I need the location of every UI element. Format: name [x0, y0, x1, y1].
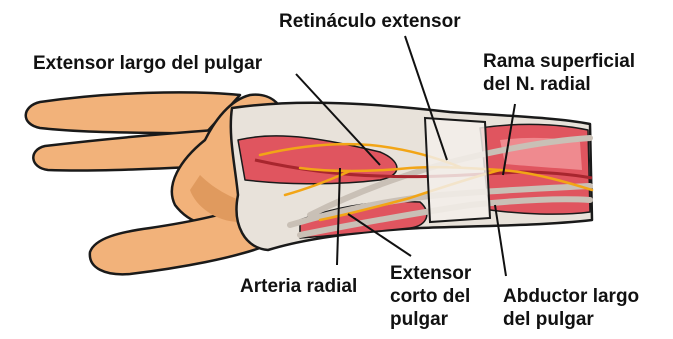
label-rama-superficial: Rama superficial del N. radial — [483, 50, 635, 96]
label-arteria-radial: Arteria radial — [240, 275, 357, 298]
label-rama-line1: Rama superficial — [483, 50, 635, 73]
label-corto-line2: corto del — [390, 285, 471, 308]
label-abductor-line1: Abductor largo — [503, 285, 639, 308]
label-retinaculo-extensor: Retináculo extensor — [279, 10, 461, 33]
label-rama-line2: del N. radial — [483, 73, 635, 96]
label-abductor-line2: del pulgar — [503, 308, 639, 331]
label-arteria-text: Arteria radial — [240, 275, 357, 298]
label-extensor-largo: Extensor largo del pulgar — [33, 52, 262, 75]
index-finger — [26, 92, 240, 134]
label-extensor-largo-text: Extensor largo del pulgar — [33, 52, 262, 75]
extensor-retinaculum — [425, 118, 490, 222]
label-extensor-corto: Extensor corto del pulgar — [390, 262, 471, 331]
label-corto-line1: Extensor — [390, 262, 471, 285]
label-retinaculo-text: Retináculo extensor — [279, 10, 461, 33]
label-abductor-largo: Abductor largo del pulgar — [503, 285, 639, 331]
label-corto-line3: pulgar — [390, 308, 471, 331]
